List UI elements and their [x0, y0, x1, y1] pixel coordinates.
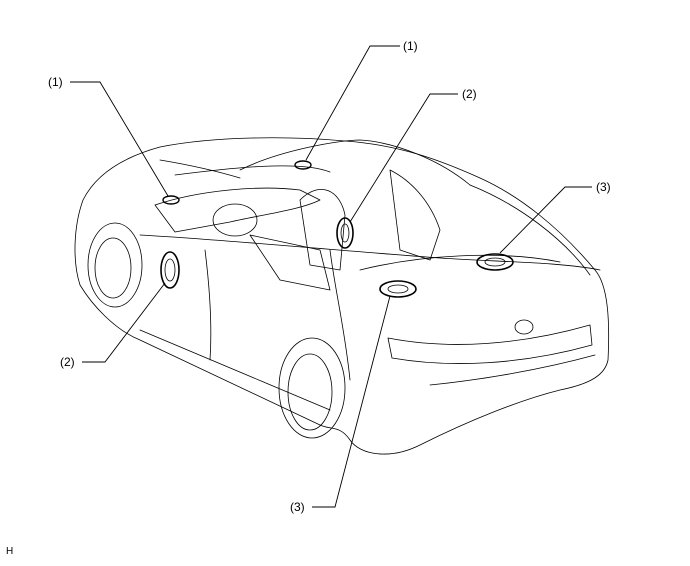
label-package-tray-speaker-right: (3): [596, 180, 611, 194]
label-rear-door-speaker: (2): [462, 87, 477, 101]
front-wheel: [94, 237, 132, 299]
leader-front-tweeter: [70, 81, 169, 197]
leader-front-door-speaker: [82, 282, 166, 363]
leader-rear-door-speaker: [349, 93, 458, 223]
rear-deck: [359, 254, 561, 271]
rear-door-speaker: [336, 217, 354, 249]
rear-door-line: [329, 249, 351, 381]
front-door-speaker: [160, 251, 180, 289]
trunk-lid: [469, 184, 591, 276]
front-door-speaker-cone: [164, 258, 176, 282]
front-door-line: [204, 249, 212, 361]
label-rear-tweeter: (1): [403, 39, 418, 53]
package-tray-speaker-left: [379, 280, 417, 298]
roof-line: [239, 139, 471, 186]
dashboard: [154, 187, 321, 233]
rear-emblem: [514, 319, 534, 335]
front-seat: [299, 189, 346, 271]
rear-wheel: [287, 353, 333, 431]
tail-light: [387, 324, 593, 364]
rear-wheel-arch: [278, 337, 346, 439]
steering-wheel: [212, 203, 258, 237]
rear-tweeter: [294, 160, 312, 170]
rocker-line: [139, 329, 331, 411]
car-body-outline: [74, 137, 610, 455]
front-wheel-arch: [87, 222, 143, 308]
package-tray-speaker-left-cone: [387, 284, 409, 294]
package-tray-speaker-right-cone: [484, 257, 506, 267]
leader-rear-tweeter: [305, 45, 400, 161]
belt-line: [139, 234, 601, 271]
rear-door-speaker-cone: [340, 223, 350, 243]
windshield-top: [174, 165, 331, 176]
corner-mark: H: [6, 546, 14, 557]
label-front-tweeter: (1): [48, 75, 63, 89]
rear-seat: [389, 169, 441, 261]
label-front-door-speaker: (2): [60, 355, 75, 369]
label-package-tray-speaker-left: (3): [290, 500, 305, 514]
leader-package-tray-left: [312, 295, 391, 508]
package-tray-speaker-right: [476, 253, 514, 271]
leader-package-tray-right: [499, 186, 592, 254]
a-pillar: [159, 159, 241, 179]
rear-bumper: [429, 354, 596, 386]
center-console: [249, 234, 331, 291]
front-tweeter: [162, 195, 180, 205]
